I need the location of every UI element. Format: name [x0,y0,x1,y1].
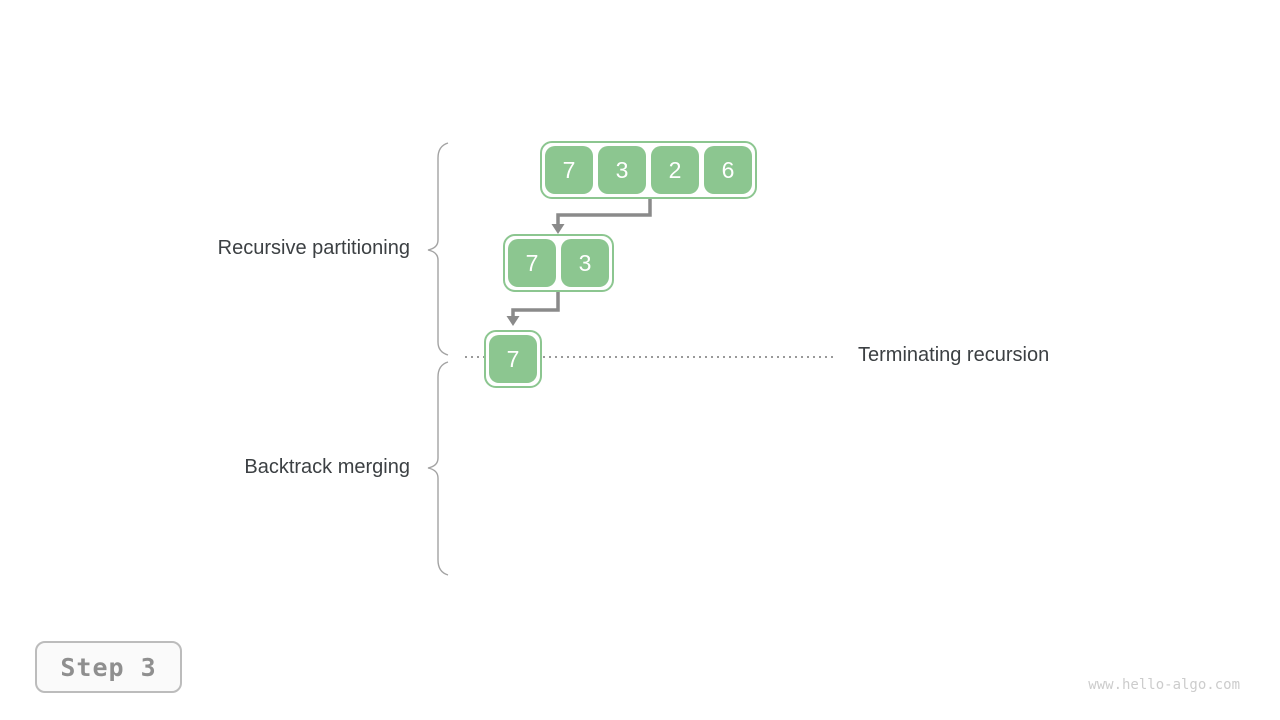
step-badge: Step 3 [35,641,182,693]
brace-recursive-partitioning [427,142,449,356]
array-group-level1: 7 3 2 6 [540,141,757,199]
array-cell: 7 [489,335,537,383]
array-cell: 2 [651,146,699,194]
label-recursive-partitioning: Recursive partitioning [217,237,410,259]
label-terminating-recursion: Terminating recursion [858,344,1050,366]
array-cell: 6 [704,146,752,194]
brace-backtrack-merging [427,361,449,576]
arrow-level2-to-level3 [511,292,560,317]
watermark: www.hello-algo.com [1088,677,1240,693]
arrowhead-level1-to-level2 [551,224,565,234]
arrow-level1-to-level2 [556,199,652,225]
label-backtrack-merging: Backtrack merging [244,456,410,478]
array-cell: 7 [508,239,556,287]
array-cell: 3 [598,146,646,194]
array-group-level2: 7 3 [503,234,614,292]
arrowhead-level2-to-level3 [506,316,520,326]
array-cell: 3 [561,239,609,287]
array-cell: 7 [545,146,593,194]
array-group-level3: 7 [484,330,542,388]
